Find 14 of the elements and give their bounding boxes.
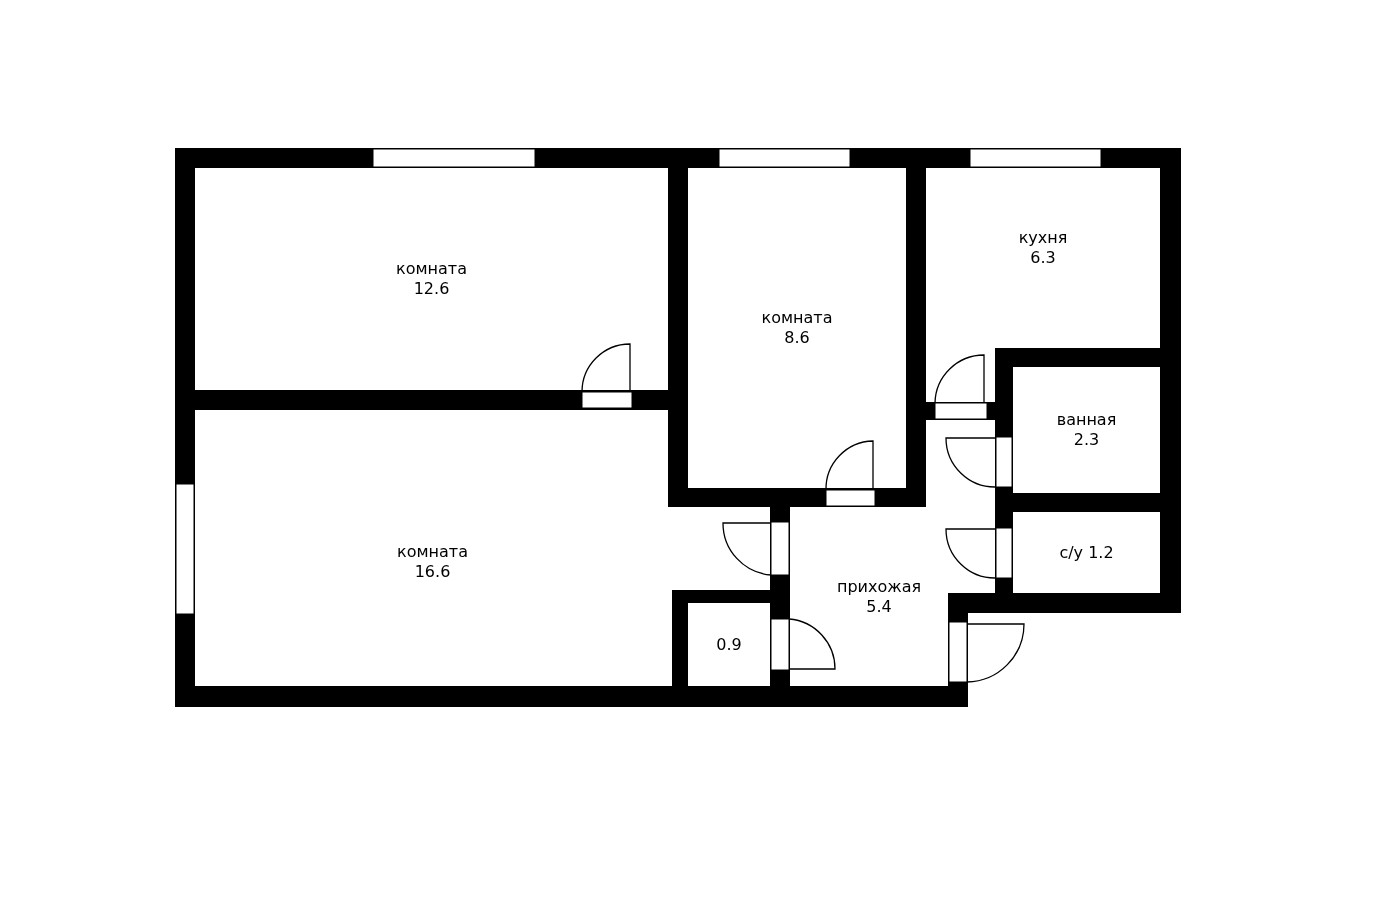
room-label: комната [397, 542, 468, 562]
room-label: комната [761, 308, 833, 328]
area-value: 8.6 [784, 328, 810, 348]
room-label: 0.9 [716, 634, 742, 655]
area-value: 6.3 [1030, 248, 1056, 268]
room-label: комната [396, 259, 467, 279]
room-label: прихожая [836, 576, 922, 597]
area-value: 12.6 [413, 279, 450, 299]
room-label: с/у 1.2 [1059, 542, 1114, 563]
room-label: ванная [1056, 410, 1117, 430]
area-value: 5.4 [866, 596, 892, 617]
room-label: кухня [1018, 228, 1068, 248]
area-value: 2.3 [1073, 430, 1100, 450]
area-value: 16.6 [414, 562, 451, 582]
